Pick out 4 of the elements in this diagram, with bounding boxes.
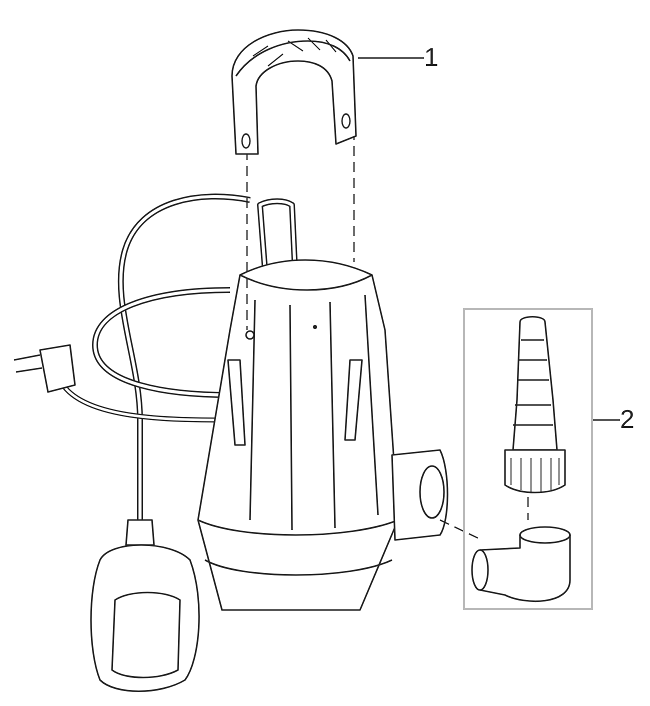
leader-line [593,419,620,421]
callout-number: 2 [620,404,642,436]
callout-number: 1 [424,42,446,74]
leader-line [358,57,424,59]
